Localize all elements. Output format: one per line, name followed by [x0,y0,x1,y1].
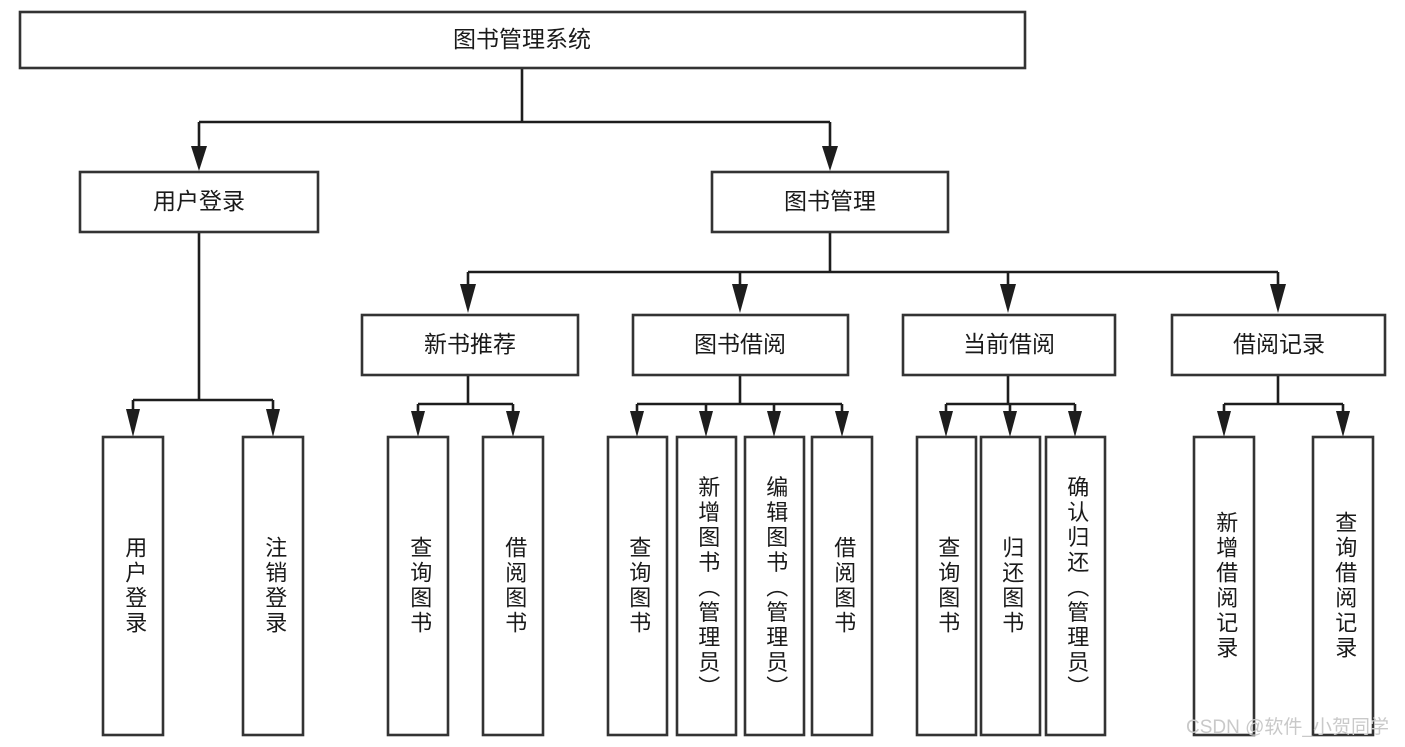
leaf-current-borrow-3-label: 确认归还（管理员） [1064,476,1089,701]
leaf-book-borrow-1[interactable]: 查询图书 [606,435,669,737]
leaf-book-borrow-2[interactable]: 新增图书（管理员） [675,435,738,737]
node-book-borrow-box[interactable] [631,313,850,377]
edges-layer [126,68,1350,437]
leaf-borrow-record-1-label: 新增借阅记录 [1213,511,1238,661]
leaf-new-book-recommend-2[interactable]: 借阅图书 [481,435,545,737]
arrow-head-nbr-2 [506,411,520,437]
leaf-new-book-recommend-1[interactable]: 查询图书 [386,435,450,737]
leaf-user-login-2-box[interactable] [241,435,305,737]
arrow-head-l3-3 [1000,284,1016,313]
arrow-head-l3-2 [732,284,748,313]
leaf-book-borrow-4-box[interactable] [810,435,874,737]
leaf-current-borrow-1-label: 查询图书 [935,536,960,636]
arrow-head-bb-4 [835,411,849,437]
arrow-head-br-1 [1217,411,1231,437]
node-current-borrow[interactable]: 当前借阅 [901,313,1117,377]
node-borrow-record-label: 借阅记录 [1233,331,1325,357]
leaf-new-book-recommend-2-label: 借阅图书 [502,536,527,636]
node-root-label: 图书管理系统 [453,26,591,52]
leaf-current-borrow-3-box[interactable] [1044,435,1107,737]
arrow-head-l3-1 [460,284,476,313]
leaf-borrow-record-2-box[interactable] [1311,435,1375,737]
arrow-head-cb-1 [939,411,953,437]
leaf-borrow-record-2-label: 查询借阅记录 [1332,511,1357,661]
leaf-book-borrow-4[interactable]: 借阅图书 [810,435,874,737]
leaf-book-borrow-1-box[interactable] [606,435,669,737]
leaf-book-borrow-3-box[interactable] [743,435,806,737]
leaf-user-login-1-box[interactable] [101,435,165,737]
node-root[interactable]: 图书管理系统 [18,10,1027,70]
node-root-box[interactable] [18,10,1027,70]
arrow-head-bb-2 [699,411,713,437]
node-book-borrow-label: 图书借阅 [694,331,786,357]
leaf-book-borrow-1-label: 查询图书 [626,536,651,636]
node-new-book-recommend-label: 新书推荐 [424,331,516,357]
arrow-head-ul-leaf-1 [126,409,140,437]
leaf-user-login-1-label: 用户登录 [122,536,147,636]
leaf-user-login-2[interactable]: 注销登录 [241,435,305,737]
arrow-head-l3-4 [1270,284,1286,313]
leaf-book-borrow-2-label: 新增图书（管理员） [695,476,720,701]
node-book-management-label: 图书管理 [784,188,876,214]
arrow-head-ul-leaf-2 [266,409,280,437]
leaf-current-borrow-1-box[interactable] [915,435,978,737]
node-user-login-box[interactable] [78,170,320,234]
leaf-current-borrow-1[interactable]: 查询图书 [915,435,978,737]
leaf-book-borrow-2-box[interactable] [675,435,738,737]
leaf-new-book-recommend-1-box[interactable] [386,435,450,737]
node-new-book-recommend-box[interactable] [360,313,580,377]
leaf-book-borrow-4-label: 借阅图书 [831,536,856,636]
leaf-user-login-1[interactable]: 用户登录 [101,435,165,737]
leaf-new-book-recommend-2-box[interactable] [481,435,545,737]
leaf-current-borrow-2-box[interactable] [979,435,1042,737]
leaf-new-book-recommend-1-label: 查询图书 [407,536,432,636]
node-borrow-record-box[interactable] [1170,313,1387,377]
leaf-current-borrow-2[interactable]: 归还图书 [979,435,1042,737]
leaf-borrow-record-1-box[interactable] [1192,435,1256,737]
node-book-borrow[interactable]: 图书借阅 [631,313,850,377]
arrow-head-cb-3 [1068,411,1082,437]
leaf-book-borrow-3-label: 编辑图书（管理员） [763,476,788,701]
arrow-head-bb-1 [630,411,644,437]
node-current-borrow-label: 当前借阅 [963,331,1055,357]
node-book-management-box[interactable] [710,170,950,234]
node-new-book-recommend[interactable]: 新书推荐 [360,313,580,377]
arrow-head-br-2 [1336,411,1350,437]
node-user-login[interactable]: 用户登录 [78,170,320,234]
arrow-head-bb-3 [767,411,781,437]
arrow-head-book-mgmt [822,146,838,171]
arrow-head-nbr-1 [411,411,425,437]
node-user-login-label: 用户登录 [153,188,245,214]
leaf-book-borrow-3[interactable]: 编辑图书（管理员） [743,435,806,737]
leaf-current-borrow-2-label: 归还图书 [999,536,1024,636]
node-book-management[interactable]: 图书管理 [710,170,950,234]
leaf-borrow-record-1[interactable]: 新增借阅记录 [1192,435,1256,737]
node-current-borrow-box[interactable] [901,313,1117,377]
leaf-borrow-record-2[interactable]: 查询借阅记录 [1311,435,1375,737]
leaf-current-borrow-3[interactable]: 确认归还（管理员） [1044,435,1107,737]
node-borrow-record[interactable]: 借阅记录 [1170,313,1387,377]
leaf-user-login-2-label: 注销登录 [262,536,287,636]
arrow-head-cb-2 [1003,411,1017,437]
arrow-head-user-login [191,146,207,171]
